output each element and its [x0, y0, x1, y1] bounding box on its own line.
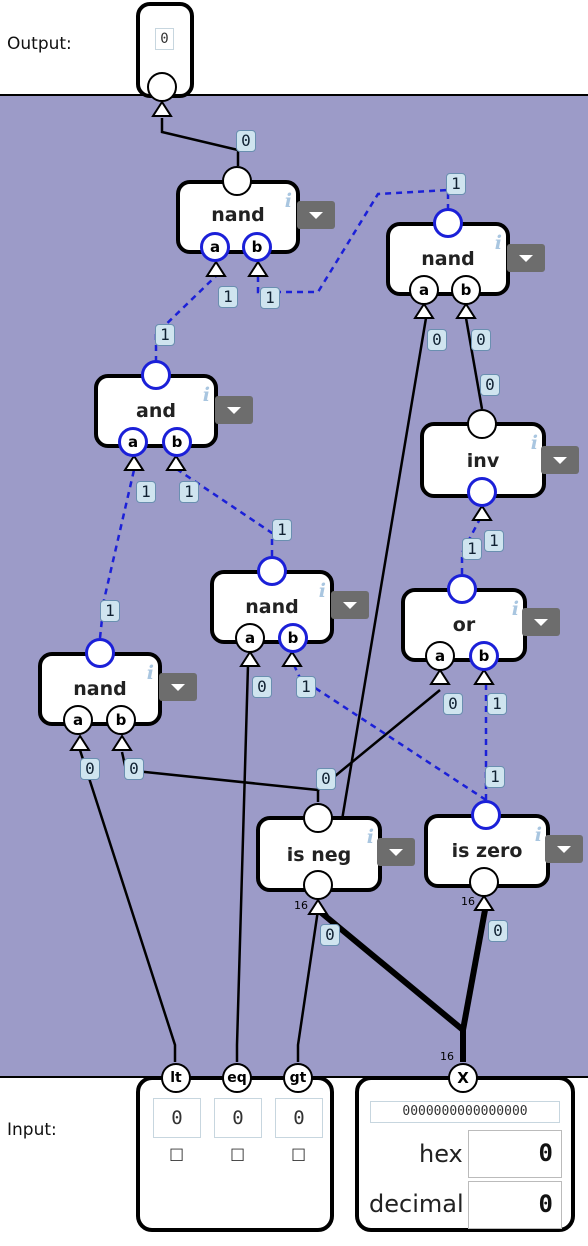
gate-output-pin[interactable]: [433, 208, 463, 238]
info-icon[interactable]: i: [284, 190, 292, 212]
wire-value-badge: 0: [316, 768, 336, 790]
input-lt-value[interactable]: 0: [153, 1098, 201, 1138]
gate-input-b[interactable]: b: [278, 623, 308, 653]
gate-label: and: [136, 400, 176, 422]
gate-label: nand: [211, 204, 265, 226]
gate-input-b[interactable]: b: [106, 705, 136, 735]
wire-value-badge: 1: [485, 766, 505, 788]
wire-value-badge: 1: [462, 538, 482, 560]
input-gt-value[interactable]: 0: [275, 1098, 323, 1138]
gate-input-a[interactable]: a: [200, 232, 230, 262]
gate-input-a[interactable]: a: [409, 275, 439, 305]
info-icon[interactable]: i: [366, 826, 374, 848]
info-icon[interactable]: i: [534, 824, 542, 846]
gate-input-b[interactable]: b: [469, 641, 499, 671]
info-icon[interactable]: i: [146, 662, 154, 684]
gate-output-pin[interactable]: [141, 360, 171, 390]
wire-value-badge: 1: [484, 530, 504, 552]
x-bits-display[interactable]: 0000000000000000: [370, 1101, 560, 1123]
wire-value-badge: 1: [218, 286, 238, 308]
wire-value-badge: 0: [488, 920, 508, 942]
decimal-label: decimal: [369, 1190, 464, 1218]
gate-output-pin[interactable]: [85, 638, 115, 668]
wire-value-badge: 1: [446, 173, 466, 195]
bus-width-label: 16: [294, 899, 308, 912]
decimal-input[interactable]: 0: [468, 1181, 562, 1229]
gate-label: or: [452, 614, 476, 636]
wire-value-badge: 0: [124, 758, 144, 780]
input-label: Input:: [7, 1120, 57, 1140]
gate-and[interactable]: and i: [94, 374, 218, 448]
wire-value-badge: 1: [100, 600, 120, 622]
wire-value-badge: 0: [236, 130, 256, 152]
wire-value-badge: 1: [272, 519, 292, 541]
gate-menu-dropdown[interactable]: [215, 396, 253, 424]
gate-menu-dropdown[interactable]: [522, 608, 560, 636]
bus-width-label: 16: [440, 1050, 454, 1063]
info-icon[interactable]: i: [318, 580, 326, 602]
input-lt-checkbox[interactable]: ☐: [169, 1146, 185, 1166]
wire-value-badge: 0: [427, 329, 447, 351]
gate-input-b[interactable]: b: [451, 275, 481, 305]
wire-value-badge: 0: [443, 693, 463, 715]
gate-menu-dropdown[interactable]: [545, 835, 583, 863]
gate-input-a[interactable]: a: [63, 705, 93, 735]
info-icon[interactable]: i: [202, 384, 210, 406]
gate-label: is neg: [286, 844, 352, 866]
info-icon[interactable]: i: [494, 232, 502, 254]
gate-label: is zero: [451, 840, 523, 862]
gate-nand-3[interactable]: nand i: [210, 570, 334, 644]
gate-output-pin[interactable]: [257, 556, 287, 586]
wire-value-badge: 0: [252, 676, 272, 698]
gate-output-pin[interactable]: [447, 574, 477, 604]
gate-input-pin[interactable]: [303, 870, 333, 900]
gate-output-pin[interactable]: [303, 803, 333, 833]
wire-value-badge: 1: [487, 693, 507, 715]
info-icon[interactable]: i: [530, 432, 538, 454]
wire-value-badge: 1: [155, 324, 175, 346]
wire-value-badge: 1: [296, 676, 316, 698]
gate-input-a[interactable]: a: [235, 623, 265, 653]
input-pin-eq[interactable]: eq: [222, 1063, 252, 1093]
gate-label: nand: [73, 678, 127, 700]
gate-menu-dropdown[interactable]: [377, 838, 415, 866]
gate-input-pin[interactable]: [467, 477, 497, 507]
gate-output-pin[interactable]: [467, 409, 497, 439]
gate-output-pin[interactable]: [222, 166, 252, 196]
wire-value-badge: 1: [136, 481, 156, 503]
input-pin-lt[interactable]: lt: [161, 1063, 191, 1093]
gate-menu-dropdown[interactable]: [297, 201, 335, 229]
wire-value-badge: 0: [320, 924, 340, 946]
wire-value-badge: 0: [471, 329, 491, 351]
gate-input-b[interactable]: b: [242, 232, 272, 262]
gate-menu-dropdown[interactable]: [331, 591, 369, 619]
input-eq-checkbox[interactable]: ☐: [230, 1146, 246, 1166]
input-pin-gt[interactable]: gt: [283, 1063, 313, 1093]
gate-input-a[interactable]: a: [118, 427, 148, 457]
info-icon[interactable]: i: [511, 598, 519, 620]
hex-input[interactable]: 0: [468, 1130, 562, 1178]
gate-label: nand: [245, 596, 299, 618]
output-label: Output:: [7, 34, 72, 54]
gate-input-b[interactable]: b: [162, 427, 192, 457]
output-value: 0: [155, 28, 174, 50]
wire-value-badge: 0: [80, 758, 100, 780]
gate-input-a[interactable]: a: [425, 641, 455, 671]
gate-label: inv: [466, 450, 500, 472]
gate-menu-dropdown[interactable]: [159, 673, 197, 701]
wire-value-badge: 1: [179, 481, 199, 503]
wire-value-badge: 0: [480, 374, 500, 396]
output-pin[interactable]: [147, 72, 177, 102]
hex-label: hex: [419, 1140, 463, 1168]
gate-label: nand: [421, 248, 475, 270]
input-pin-x[interactable]: X: [448, 1063, 478, 1093]
input-gt-checkbox[interactable]: ☐: [291, 1146, 307, 1166]
gate-input-pin[interactable]: [469, 867, 499, 897]
gate-menu-dropdown[interactable]: [541, 446, 579, 474]
bus-width-label: 16: [461, 895, 475, 908]
gate-output-pin[interactable]: [471, 800, 501, 830]
wire-value-badge: 1: [260, 287, 280, 309]
input-eq-value[interactable]: 0: [214, 1098, 262, 1138]
gate-menu-dropdown[interactable]: [507, 244, 545, 272]
